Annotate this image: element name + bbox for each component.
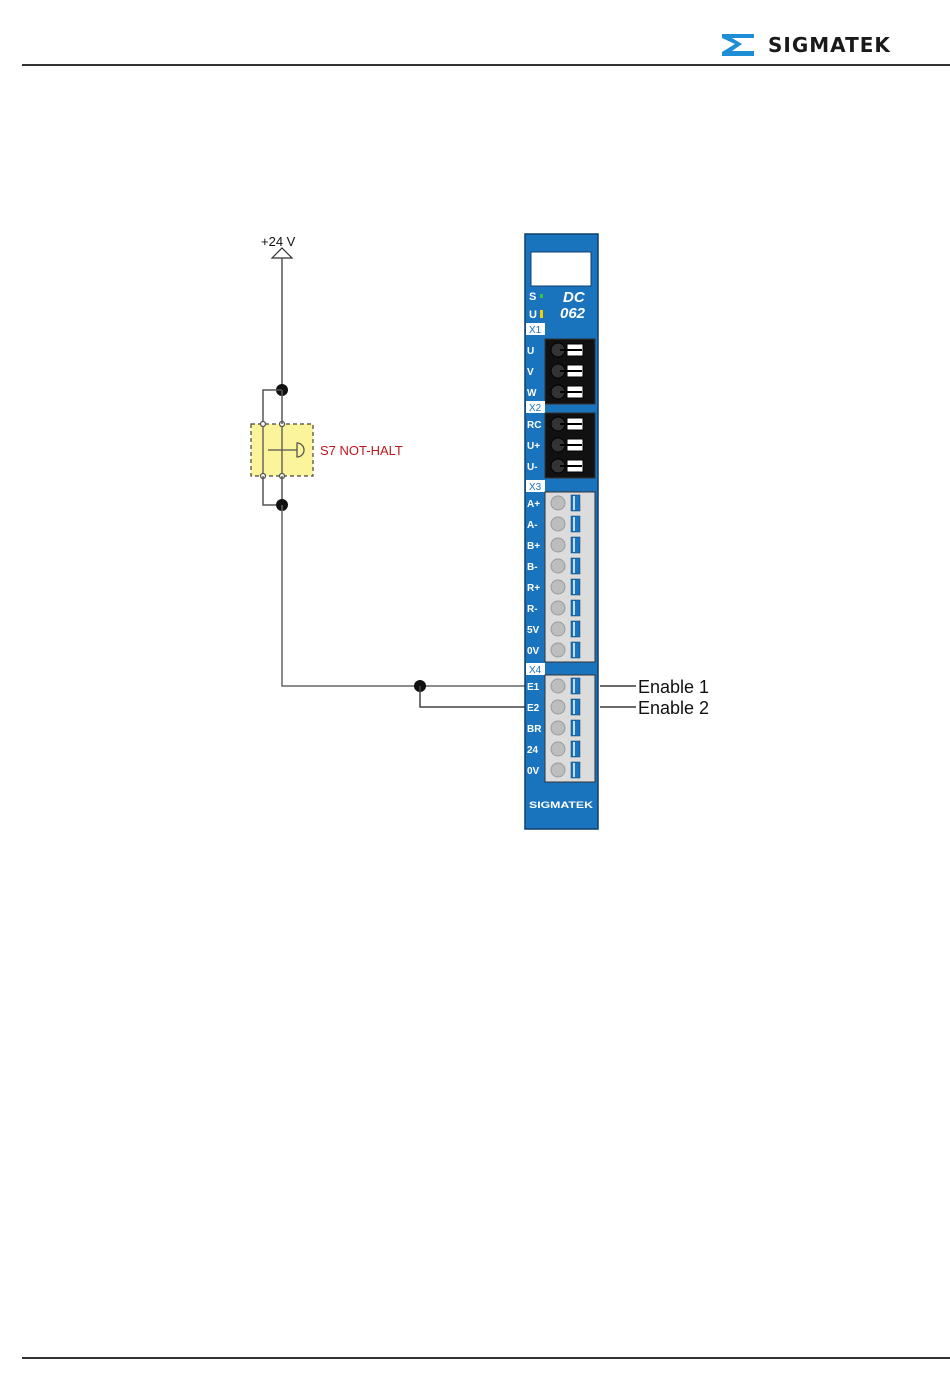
- release-lever-icon: [571, 678, 580, 694]
- pin-label: BR: [527, 724, 542, 735]
- release-lever-icon: [571, 762, 580, 778]
- pin-label: V: [527, 367, 534, 378]
- release-lever-icon: [571, 579, 580, 595]
- pin-label: R-: [527, 604, 538, 615]
- pin-label: U+: [527, 441, 540, 452]
- spring-terminal-icon: [551, 763, 565, 777]
- pin-label: 24: [527, 745, 539, 756]
- pin-label: B-: [527, 562, 538, 573]
- footer-rule: [22, 1357, 950, 1359]
- dc062-module: S U DC 062 X1UVWX2RCU+U-X3A+A-B+B-R+R-5V…: [525, 234, 598, 829]
- spring-terminal-icon: [551, 601, 565, 615]
- connector-label-x3: X3: [529, 482, 542, 493]
- spring-terminal-icon: [551, 742, 565, 756]
- enable-2-label: Enable 2: [638, 698, 709, 718]
- pin-label: U-: [527, 462, 538, 473]
- release-lever-icon: [571, 495, 580, 511]
- status-led-s: [540, 294, 543, 298]
- release-lever-icon: [571, 699, 580, 715]
- release-lever-icon: [571, 558, 580, 574]
- pin-label: R+: [527, 583, 540, 594]
- pin-label: RC: [527, 420, 541, 431]
- supply-label: +24 V: [261, 234, 296, 249]
- release-lever-icon: [571, 537, 580, 553]
- module-model-line1: DC: [563, 289, 586, 306]
- pin-label: A+: [527, 499, 540, 510]
- status-label-u: U: [529, 309, 537, 321]
- release-lever-icon: [571, 600, 580, 616]
- pin-label: 0V: [527, 766, 540, 777]
- spring-terminal-icon: [551, 700, 565, 714]
- pin-label: B+: [527, 541, 540, 552]
- pin-label: 5V: [527, 625, 540, 636]
- pin-label: E1: [527, 682, 540, 693]
- wire-to-e1: [282, 505, 553, 686]
- spring-terminal-icon: [551, 496, 565, 510]
- spring-terminal-icon: [551, 622, 565, 636]
- pin-label: U: [527, 346, 534, 357]
- release-lever-icon: [571, 720, 580, 736]
- connector-label-x2: X2: [529, 403, 542, 414]
- release-lever-icon: [571, 642, 580, 658]
- release-lever-icon: [571, 621, 580, 637]
- supply-arrow-icon: [272, 248, 292, 258]
- enable-1-label: Enable 1: [638, 677, 709, 697]
- release-lever-icon: [571, 741, 580, 757]
- pin-label: E2: [527, 703, 540, 714]
- pin-label: 0V: [527, 646, 540, 657]
- module-display: [531, 252, 591, 286]
- switch-label: S7 NOT-HALT: [320, 443, 403, 458]
- pin-label: W: [527, 388, 537, 399]
- spring-terminal-icon: [551, 679, 565, 693]
- connector-label-x1: X1: [529, 325, 542, 336]
- spring-terminal-icon: [551, 517, 565, 531]
- spring-terminal-icon: [551, 559, 565, 573]
- status-led-u: [540, 310, 543, 318]
- module-brand: SIGMATEK: [529, 800, 594, 810]
- spring-terminal-icon: [551, 580, 565, 594]
- spring-terminal-icon: [551, 643, 565, 657]
- release-lever-icon: [571, 516, 580, 532]
- spring-terminal-icon: [551, 721, 565, 735]
- module-model-line2: 062: [560, 305, 586, 322]
- connector-label-x4: X4: [529, 665, 542, 676]
- status-label-s: S: [529, 291, 536, 303]
- spring-terminal-icon: [551, 538, 565, 552]
- terminal-block-x3: [545, 492, 595, 662]
- pin-label: A-: [527, 520, 538, 531]
